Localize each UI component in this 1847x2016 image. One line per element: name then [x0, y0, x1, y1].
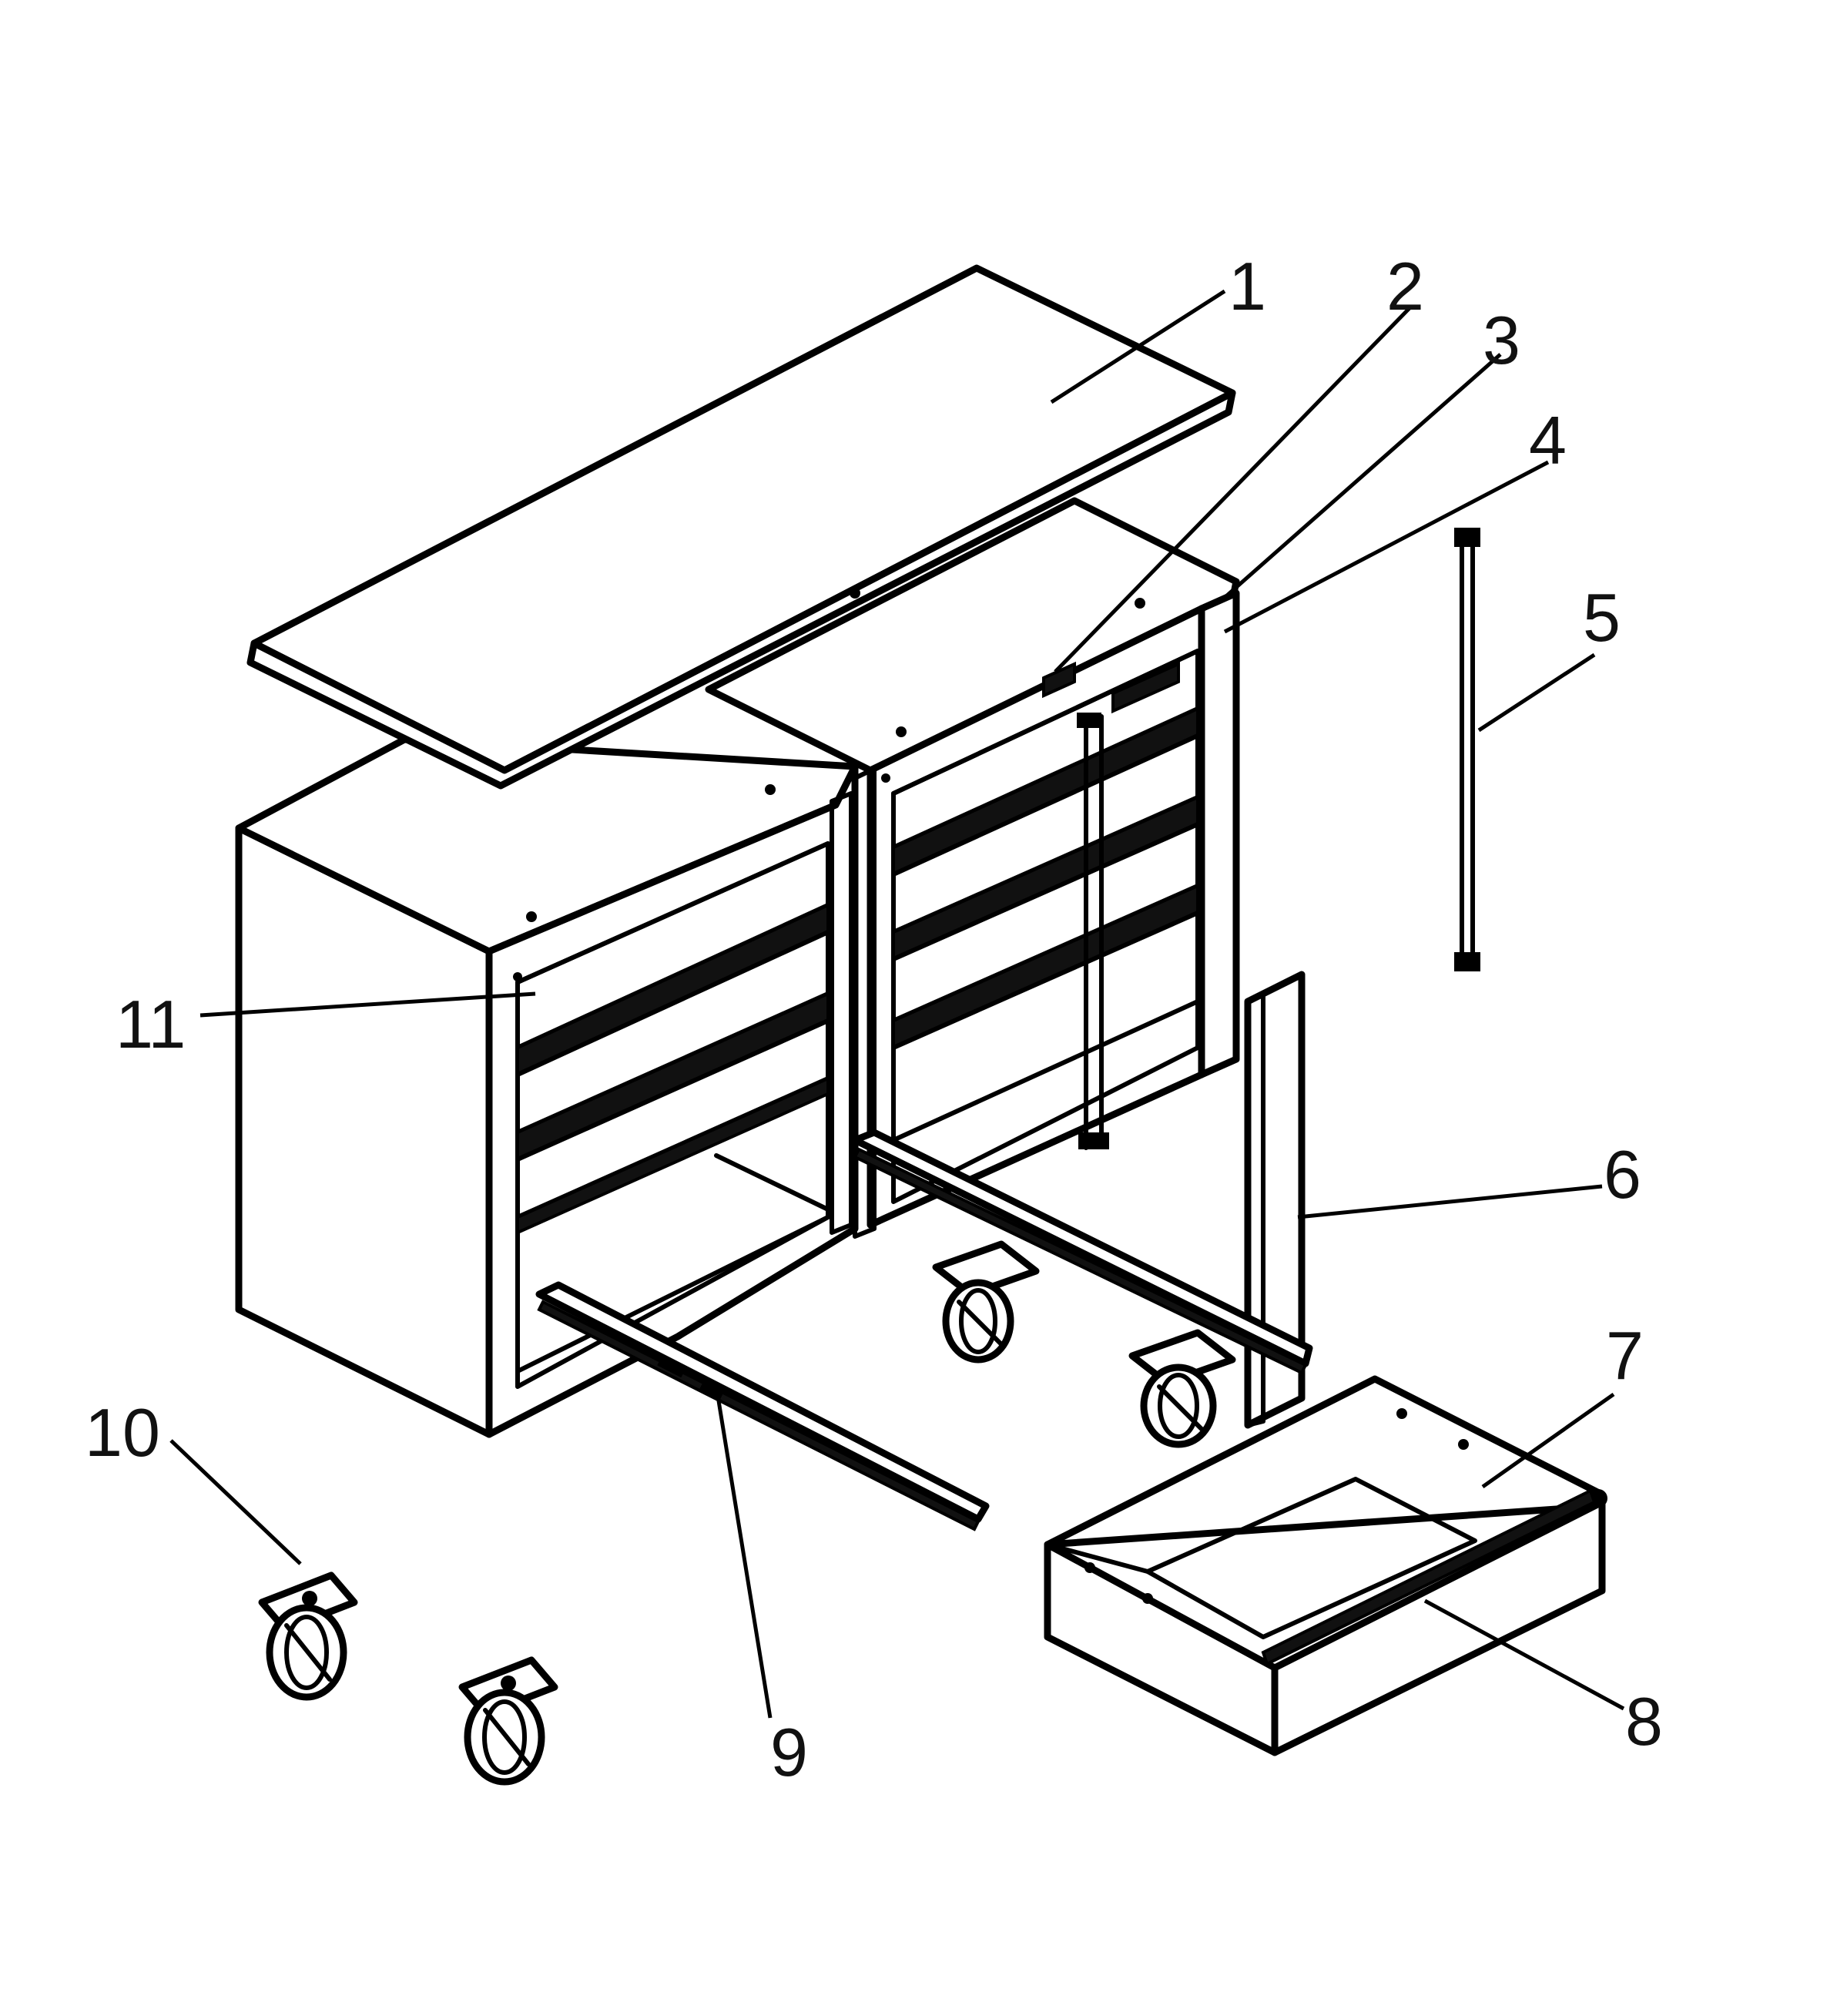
part-10-caster-front	[258, 1572, 358, 1701]
leader-9	[714, 1386, 773, 1719]
worktop-edge	[246, 389, 1236, 790]
callout-8: 8	[1625, 1683, 1663, 1759]
leader-8	[1423, 1598, 1625, 1711]
leader-10	[169, 1439, 302, 1565]
callout-6: 6	[1604, 1136, 1641, 1213]
leader-lines	[169, 289, 1625, 1719]
leader-7	[1481, 1392, 1615, 1489]
callout-3: 3	[1483, 302, 1520, 378]
part-5-drawer-handle-bar	[1454, 528, 1480, 971]
leader-4	[1223, 460, 1550, 634]
leader-6	[1297, 1184, 1603, 1219]
callout-11: 11	[116, 986, 186, 1062]
part-1-worktop	[246, 264, 1236, 790]
part-8-drawer-rail	[1261, 1488, 1597, 1666]
callout-4: 4	[1529, 402, 1567, 478]
part-9-drawer-slide	[535, 1281, 990, 1531]
leader-11	[199, 991, 536, 1018]
left-cabinet-front-post	[830, 791, 853, 1235]
center-divider-post	[853, 766, 877, 1239]
callout-labels: 1 2 3 4 5 6 7 8 9 10 11	[85, 248, 1663, 1790]
callout-2: 2	[1386, 248, 1424, 324]
caster-rear-right	[1128, 1329, 1236, 1448]
callout-9: 9	[770, 1714, 808, 1790]
front-slide-rail	[535, 1281, 990, 1523]
left-cabinet-bottom-bay	[714, 1153, 830, 1219]
right-drawer-front-4	[891, 911, 1200, 1142]
left-cabinet	[235, 736, 859, 1438]
leader-2	[1054, 307, 1411, 673]
right-cabinet-side-post	[1198, 589, 1240, 1078]
caster-rear-left	[932, 1240, 1040, 1364]
part-6-drawer-side-panel	[1244, 971, 1306, 1429]
left-drawer-rail-band-3	[516, 1075, 830, 1236]
callout-5: 5	[1583, 579, 1621, 656]
leader-5	[1477, 652, 1596, 733]
part-7-drawer-tray	[1044, 1375, 1607, 1756]
right-cabinet	[705, 497, 1240, 1239]
leader-1	[1050, 289, 1226, 404]
right-cabinet-lock-block	[1111, 661, 1180, 714]
callout-1: 1	[1229, 248, 1266, 324]
caster-front-second	[458, 1656, 558, 1786]
leader-3	[1219, 353, 1502, 602]
rear-slide-rail	[851, 1129, 1313, 1375]
callout-7: 7	[1606, 1317, 1644, 1394]
callout-10: 10	[85, 1394, 160, 1471]
